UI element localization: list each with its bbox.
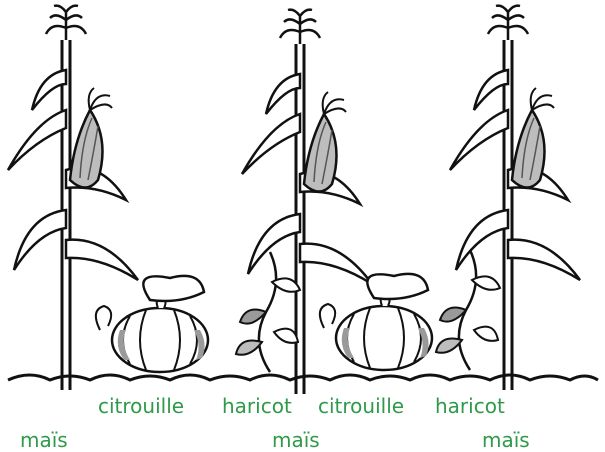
- label-mais-1: maïs: [20, 430, 68, 450]
- label-haricot-1: haricot: [222, 396, 292, 416]
- label-citrouille-2: citrouille: [318, 396, 404, 416]
- label-mais-3: maïs: [482, 430, 530, 450]
- label-mais-2: maïs: [272, 430, 320, 450]
- label-citrouille-1: citrouille: [98, 396, 184, 416]
- label-haricot-2: haricot: [435, 396, 505, 416]
